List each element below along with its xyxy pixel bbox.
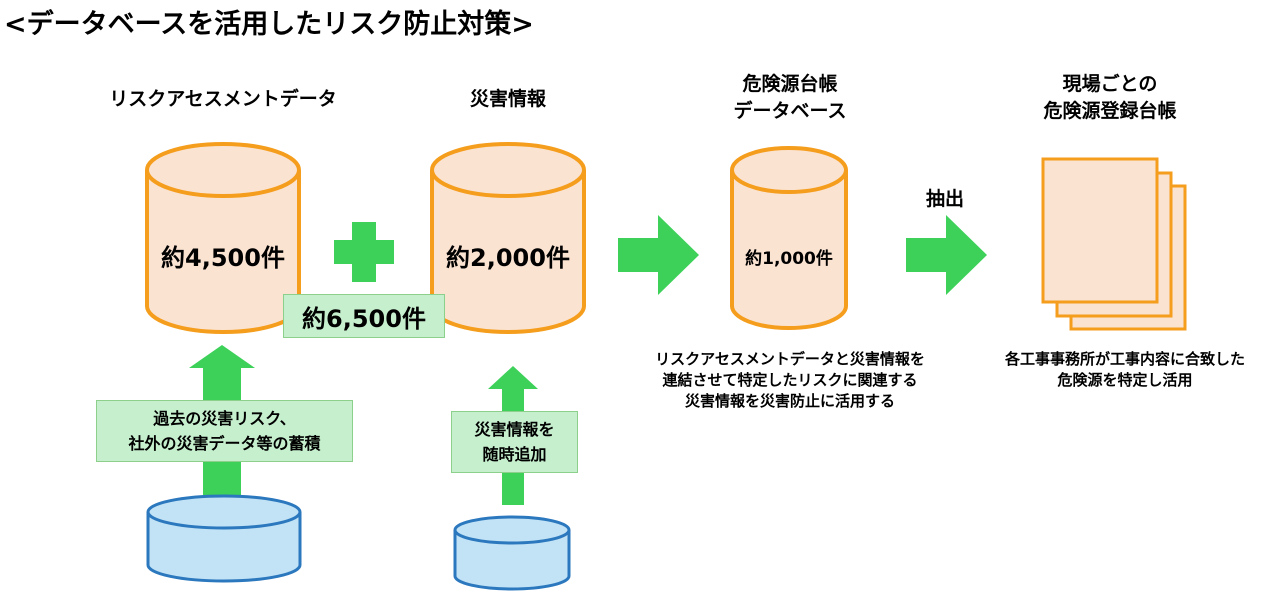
add-note-box: 災害情報を 随時追加 bbox=[451, 411, 578, 473]
disaster-db-cylinder bbox=[430, 142, 586, 334]
risk-db-label: リスクアセスメントデータ bbox=[109, 88, 337, 110]
risk-db-cylinder bbox=[145, 142, 301, 334]
extract-label: 抽出 bbox=[925, 188, 964, 210]
document-stack-icon bbox=[1041, 157, 1187, 331]
hazard-db-label: 危険源台帳 データベース bbox=[733, 73, 847, 122]
site-note: 各工事事務所が工事内容に合致した 危険源を特定し活用 bbox=[1004, 350, 1245, 389]
hazard-db-count: 約1,000件 bbox=[745, 249, 833, 269]
hazard-db-cylinder bbox=[730, 146, 848, 330]
plus-icon bbox=[334, 222, 394, 282]
site-ledger-label: 現場ごとの 危険源登録台帳 bbox=[1043, 73, 1177, 122]
disaster-db-label: 災害情報 bbox=[469, 88, 546, 110]
total-count-badge: 約6,500件 bbox=[283, 294, 445, 338]
accumulate-note-box: 過去の災害リスク、 社外の災害データ等の蓄積 bbox=[96, 400, 353, 462]
past-data-cylinder bbox=[146, 494, 302, 583]
disaster-db-count: 約2,000件 bbox=[446, 244, 570, 272]
page-title: <データベースを活用したリスク防止対策> bbox=[4, 9, 534, 40]
extract-arrow-icon bbox=[906, 215, 987, 295]
hazard-note: リスクアセスメントデータと災害情報を 連結させて特定したリスクに関連する 災害情… bbox=[655, 350, 925, 410]
risk-db-count: 約4,500件 bbox=[161, 244, 285, 272]
right-arrow-icon bbox=[618, 215, 699, 295]
new-data-cylinder bbox=[453, 515, 571, 591]
